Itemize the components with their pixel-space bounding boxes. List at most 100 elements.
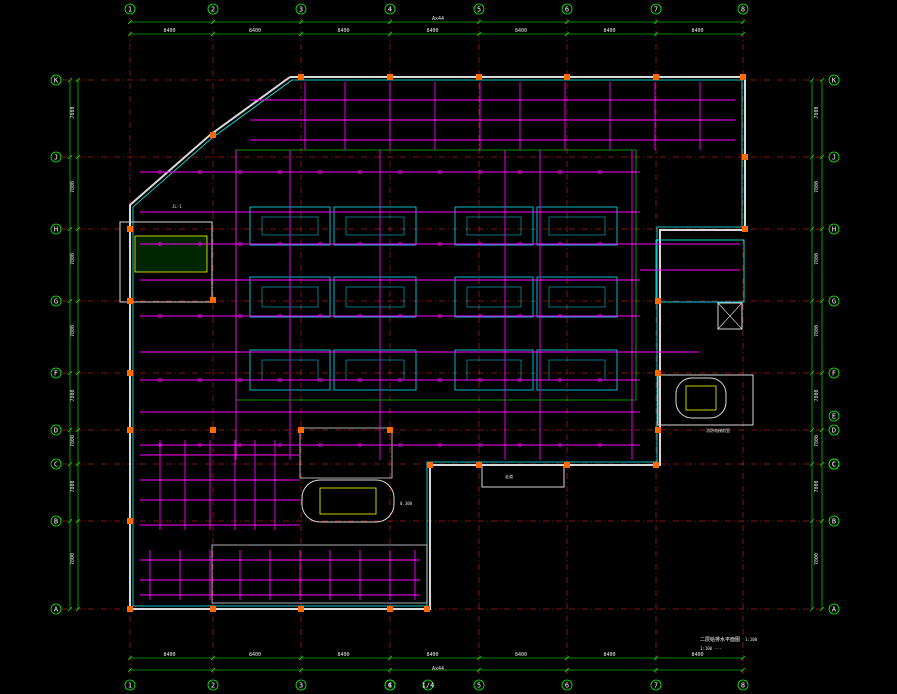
- fixture-box-11: [536, 349, 618, 391]
- axis-bubble-left-H-circle: [50, 223, 62, 235]
- axis-bubble-right-G-label: G: [832, 298, 836, 306]
- pipe-valve-42: [398, 378, 402, 382]
- axis-bubble-bottom-3-label: 3: [299, 682, 303, 690]
- dim-tick: [740, 667, 746, 673]
- fixture-box-7: [536, 276, 618, 318]
- dim-tick: [809, 77, 815, 83]
- dim-text-top-5: 8400: [515, 28, 527, 34]
- dim-tick: [809, 606, 815, 612]
- pipe-valve-8: [478, 170, 482, 174]
- pipe-valve-24: [158, 314, 162, 318]
- axis-bubble-left-F-circle: [50, 367, 62, 379]
- fixture-box-inner-9: [345, 359, 405, 381]
- dim-tick: [819, 77, 825, 83]
- dim-tick: [476, 655, 482, 661]
- pipe-valve-26: [238, 314, 242, 318]
- pipe-valve-58: [558, 443, 562, 447]
- pipe-valve-25: [198, 314, 202, 318]
- south-stair: [301, 479, 395, 523]
- pipe-valve-22: [558, 242, 562, 246]
- fixture-box-1: [333, 206, 417, 246]
- fixture-box-inner-10: [466, 359, 522, 381]
- dim-tick: [127, 31, 133, 37]
- column-5: [740, 74, 746, 80]
- column-15: [127, 370, 133, 376]
- pipe-valve-49: [198, 443, 202, 447]
- axis-bubble-left-J-circle: [50, 151, 62, 163]
- pipe-valve-3: [278, 170, 282, 174]
- dim-tick: [75, 298, 81, 304]
- axis-bubble-left-D-label: D: [54, 427, 58, 435]
- dim-tick: [210, 655, 216, 661]
- pipe-valve-29: [358, 314, 362, 318]
- dim-tick: [819, 298, 825, 304]
- fixture-box-5: [333, 276, 417, 318]
- dim-text-top-2: 8400: [249, 28, 261, 34]
- dim-text-right-5: 7800: [814, 389, 820, 401]
- pipe-valve-44: [478, 378, 482, 382]
- pipe-valve-5: [358, 170, 362, 174]
- axis-bubble-left-C-circle: [50, 458, 62, 470]
- dim-text-bottom-1: 8400: [164, 652, 176, 658]
- dim-tick: [819, 518, 825, 524]
- pipe-valve-2: [238, 170, 242, 174]
- axis-bubble-left-B-label: B: [54, 518, 58, 526]
- dim-tick: [127, 667, 133, 673]
- dim-tick: [67, 370, 73, 376]
- dim-tick: [75, 77, 81, 83]
- pipe-valve-28: [318, 314, 322, 318]
- axis-bubble-right-D-circle: [828, 424, 840, 436]
- pipe-valve-40: [318, 378, 322, 382]
- plumbing-pipes: [140, 82, 740, 600]
- column-12: [424, 606, 430, 612]
- axis-bubble-bottom-7-label: 7: [654, 682, 658, 690]
- pipe-valve-30: [398, 314, 402, 318]
- dim-tick: [740, 655, 746, 661]
- column-11: [387, 606, 393, 612]
- dim-text-bottom-3: 8400: [338, 652, 350, 658]
- axis-bubble-left-A-circle: [50, 603, 62, 615]
- axis-bubble-left-J-label: J: [54, 154, 58, 162]
- column-17: [127, 518, 133, 524]
- dim-tick: [819, 226, 825, 232]
- axis-bubble-bottom-7-circle: [650, 679, 662, 691]
- dim-tick: [740, 19, 746, 25]
- axis-bubble-right-H-label: H: [832, 226, 836, 234]
- pipe-valve-36: [158, 378, 162, 382]
- axis-bubble-top-8-circle: [737, 3, 749, 15]
- column-26: [387, 427, 393, 433]
- dim-text-right-7: 7800: [814, 480, 820, 492]
- dim-tick: [75, 427, 81, 433]
- pipe-valve-21: [518, 242, 522, 246]
- dim-tick: [67, 298, 73, 304]
- dim-text-right-3: 7800: [814, 253, 820, 265]
- dim-tick: [75, 370, 81, 376]
- dim-text-bottom-2: 8400: [249, 652, 261, 658]
- dim-tick: [809, 518, 815, 524]
- dim-tick: [127, 655, 133, 661]
- column-2: [476, 74, 482, 80]
- fixture-box-inner-1: [345, 216, 405, 236]
- plan-note: 1:100 ---: [700, 646, 722, 651]
- dim-text-bottom-5: 8400: [515, 652, 527, 658]
- pipe-valve-18: [398, 242, 402, 246]
- column-20: [655, 427, 661, 433]
- dim-tick: [210, 667, 216, 673]
- corridor-tag: 走道: [505, 473, 513, 479]
- axis-bubble-left-B-circle: [50, 515, 62, 527]
- axis-bubble-top-6-circle: [561, 3, 573, 15]
- plan-title: 二层给排水平面图: [700, 636, 740, 643]
- dim-tick: [298, 19, 304, 25]
- east-stair-treads: [685, 385, 717, 411]
- dim-tick: [210, 31, 216, 37]
- axis-bubble-right-A-circle: [828, 603, 840, 615]
- column-21: [427, 462, 433, 468]
- grid-lines: [62, 18, 830, 676]
- axis-bubble-bottom-extra-1-circle: [422, 679, 434, 691]
- dim-text-left-7: 7800: [70, 480, 76, 492]
- dim-tick: [476, 31, 482, 37]
- axis-bubble-bottom-5-circle: [473, 679, 485, 691]
- south-bay: [481, 464, 565, 488]
- axis-bubble-top-3-circle: [295, 3, 307, 15]
